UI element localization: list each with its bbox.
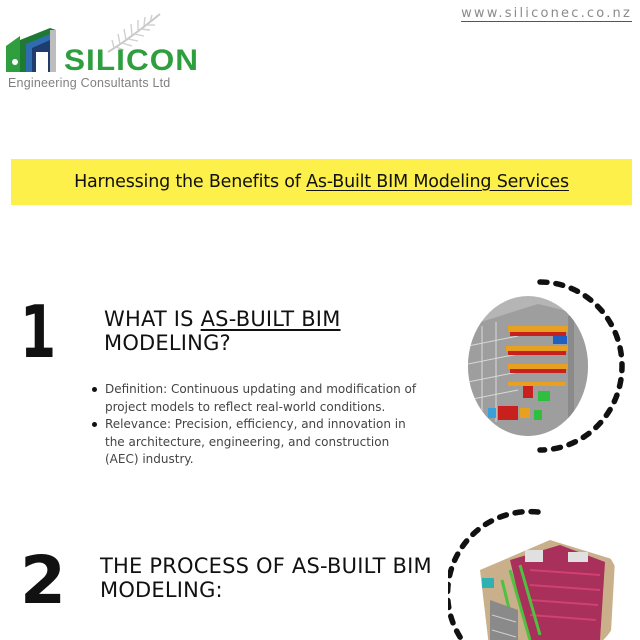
banner-title-prefix: Harnessing the Benefits of: [74, 172, 307, 192]
section-2-heading: THE PROCESS OF AS-BUILT BIM MODELING:: [100, 554, 460, 602]
section-number-2: 2: [20, 542, 66, 619]
section-2-title-line2: MODELING:: [100, 578, 223, 602]
dashed-arc-decoration: [537, 279, 625, 453]
section-1-title-suffix: MODELING?: [104, 331, 231, 355]
section-1-title-prefix: WHAT IS: [104, 307, 201, 331]
silver-fern-icon: [107, 13, 161, 53]
section-1-heading: WHAT IS AS-BUILT BIM MODELING?: [104, 307, 424, 355]
bim-building-section-image: [468, 296, 588, 436]
section-1-bullets: Definition: Continuous updating and modi…: [88, 381, 418, 469]
banner-title-highlight: As-Built BIM Modeling Services: [306, 172, 569, 192]
bim-mep-model-icon: [470, 530, 620, 640]
website-link[interactable]: www.siliconec.co.nz: [461, 6, 632, 21]
banner-title: Harnessing the Benefits of As-Built BIM …: [74, 172, 569, 192]
title-banner: Harnessing the Benefits of As-Built BIM …: [11, 159, 632, 205]
bim-building-section-icon: [468, 296, 588, 436]
company-logo: SILICON Engineering Consultants Ltd: [6, 8, 198, 90]
brand-name: SILICON: [64, 44, 200, 77]
bullet-definition: Definition: Continuous updating and modi…: [88, 381, 418, 416]
bullet-relevance: Relevance: Precision, efficiency, and in…: [88, 416, 418, 469]
section-2-title-line1: THE PROCESS OF AS-BUILT BIM: [100, 554, 432, 578]
dashed-arc-decoration-2: [448, 508, 541, 640]
section-1-title-highlight: AS-BUILT BIM: [200, 307, 341, 331]
building-logo-icon: [6, 28, 56, 72]
section-number-1: 1: [20, 290, 57, 374]
bim-mep-model-image: [470, 530, 620, 640]
brand-subtitle: Engineering Consultants Ltd: [8, 76, 171, 90]
